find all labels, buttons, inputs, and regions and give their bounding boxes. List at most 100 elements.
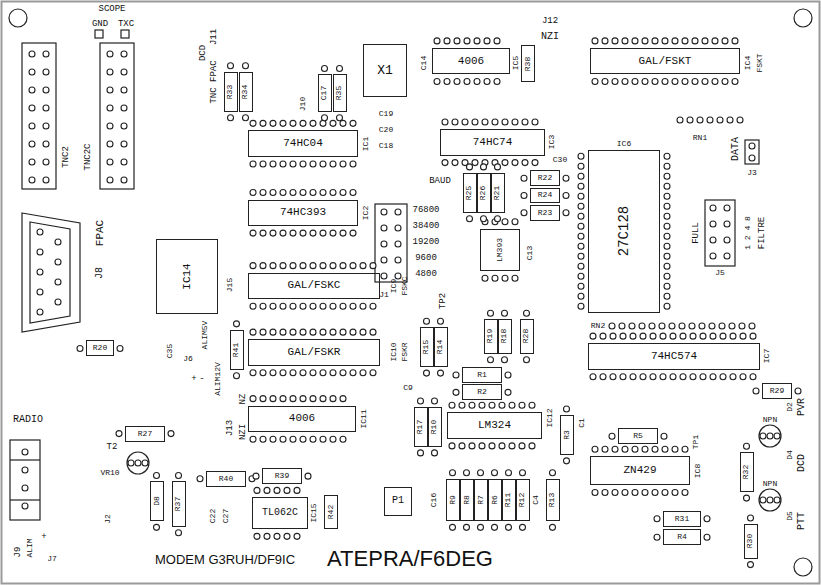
solder-pad xyxy=(310,263,316,269)
solder-pad xyxy=(250,263,256,269)
solder-pad xyxy=(704,516,710,522)
silkscreen-label: RN2 xyxy=(591,322,605,330)
solder-pad xyxy=(664,233,670,239)
part-label: R17 xyxy=(417,420,425,434)
part-label: IC14 xyxy=(182,263,193,289)
solder-pad xyxy=(652,489,658,495)
solder-pad xyxy=(482,119,488,125)
solder-pad xyxy=(310,120,316,126)
solder-pad xyxy=(702,38,708,44)
solder-pad xyxy=(350,303,356,309)
solder-pad xyxy=(692,38,698,44)
solder-pad xyxy=(744,443,750,449)
solder-pad xyxy=(720,374,726,380)
solder-pad xyxy=(37,309,43,315)
solder-pad xyxy=(740,374,746,380)
solder-pad xyxy=(642,489,648,495)
solder-pad xyxy=(730,333,736,339)
solder-pad xyxy=(632,78,638,84)
solder-pad xyxy=(121,69,127,75)
solder-pad xyxy=(499,443,505,449)
test-point xyxy=(95,30,103,38)
silkscreen-label: BAUD xyxy=(429,176,451,185)
solder-pad xyxy=(664,173,670,179)
solder-pad xyxy=(310,161,316,167)
solder-pad xyxy=(43,123,49,129)
solder-pad xyxy=(37,249,43,255)
pad-group xyxy=(22,38,801,568)
solder-pad xyxy=(512,119,518,125)
solder-pad xyxy=(395,257,401,263)
solder-pad xyxy=(748,562,754,568)
solder-pad xyxy=(330,263,336,269)
header-connector xyxy=(100,43,134,189)
solder-pad xyxy=(450,524,456,530)
solder-pad xyxy=(578,153,584,159)
ic-package: ZN429 xyxy=(590,456,690,485)
solder-pad xyxy=(370,329,376,335)
solder-pad xyxy=(284,533,290,539)
solder-pad xyxy=(652,78,658,84)
solder-pad xyxy=(509,443,515,449)
solder-pad xyxy=(250,161,256,167)
solder-pad xyxy=(474,78,480,84)
silkscreen-label: FILTRE xyxy=(758,217,767,249)
part-label: R10 xyxy=(431,420,439,434)
resistor-outline: R12 xyxy=(516,479,530,522)
header-connector xyxy=(22,43,56,189)
solder-pad xyxy=(320,436,326,442)
solder-pad xyxy=(77,345,83,351)
solder-pad xyxy=(43,159,49,165)
ic-package: 74HC74 xyxy=(440,129,545,156)
solder-pad xyxy=(469,443,475,449)
solder-pad xyxy=(55,239,61,245)
solder-pad xyxy=(142,460,148,466)
solder-pad xyxy=(350,120,356,126)
solder-pad xyxy=(710,237,716,243)
solder-pad xyxy=(290,436,296,442)
part-label: R31 xyxy=(675,515,689,523)
solder-pad xyxy=(479,443,485,449)
solder-pad xyxy=(322,115,328,121)
part-label: R12 xyxy=(519,493,527,507)
solder-pad xyxy=(29,105,35,111)
solder-pad xyxy=(529,402,535,408)
ic-package: 74HC04 xyxy=(248,130,358,157)
solder-pad xyxy=(300,230,306,236)
solder-pad xyxy=(495,216,501,222)
silkscreen-label: IC11 xyxy=(360,409,368,428)
silkscreen-label: C20 xyxy=(379,126,393,134)
solder-pad xyxy=(578,243,584,249)
solder-pad xyxy=(260,329,266,335)
solder-pad xyxy=(724,237,730,243)
part-label: R42 xyxy=(327,505,335,519)
solder-pad xyxy=(310,370,316,376)
solder-pad xyxy=(107,51,113,57)
solder-pad xyxy=(37,269,43,275)
solder-pad xyxy=(270,396,276,402)
solder-pad xyxy=(774,433,780,439)
solder-pad xyxy=(330,161,336,167)
solder-pad xyxy=(753,388,759,394)
silkscreen-label: NZI xyxy=(541,32,559,42)
solder-pad xyxy=(300,120,306,126)
solder-pad xyxy=(260,396,266,402)
solder-pad xyxy=(290,370,296,376)
part-label: R22 xyxy=(538,174,552,182)
silkscreen-label: TP1 xyxy=(692,434,700,448)
solder-pad xyxy=(107,87,113,93)
solder-pad xyxy=(350,230,356,236)
solder-pad xyxy=(121,177,127,183)
resistor-outline: R1 xyxy=(462,367,502,383)
part-label: R11 xyxy=(505,493,513,507)
resistor-outline: R31 xyxy=(663,511,701,527)
part-label: GAL/FSKR xyxy=(288,347,341,358)
resistor-outline: R28 xyxy=(520,319,534,354)
solder-pad xyxy=(260,120,266,126)
silkscreen-label: ALIM5V xyxy=(201,321,209,350)
solder-pad xyxy=(563,193,569,199)
jumper-block xyxy=(745,140,759,164)
solder-pad xyxy=(550,470,556,476)
solder-pad xyxy=(264,487,270,493)
solder-pad xyxy=(578,273,584,279)
